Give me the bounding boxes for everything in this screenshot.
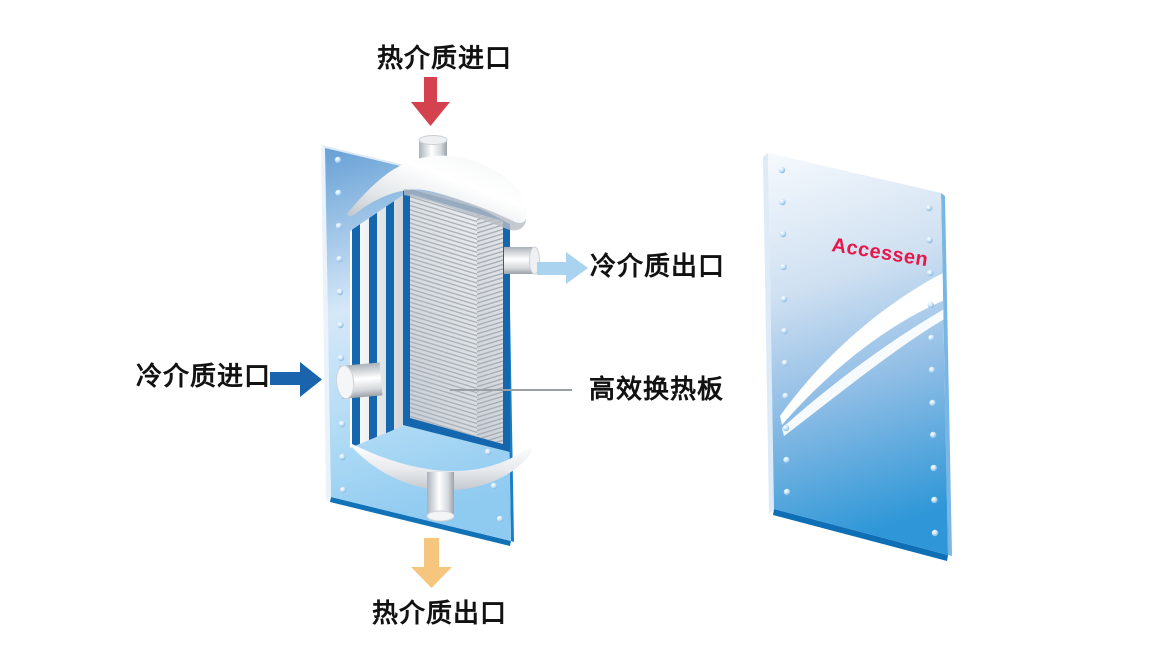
chevron-pattern-right [477,213,503,444]
hot-inlet-arrow-icon [411,77,450,126]
plate-stack [350,195,403,448]
front-plate [403,187,510,452]
hot-outlet-nozzle [426,472,455,522]
hot-outlet-arrow-icon [411,538,452,588]
hot-inlet-label: 热介质进口 [377,43,513,73]
single-plate-bottom-edge [773,509,948,561]
back-plate-left-edge [321,145,331,501]
single-plate-left-edge [763,153,774,514]
top-manifold-hood [347,155,527,231]
stack-gasket [369,212,377,441]
chevron-pattern-left [410,194,477,437]
cold-outlet-nozzle [504,246,540,275]
swoosh-band-upper [780,272,945,425]
chevron-shade [477,213,503,444]
cold-inlet-nozzle [336,362,383,400]
cold-outlet-arrow-icon [537,252,588,284]
exchanger-assembly [321,135,540,546]
back-plate-bottom-edge [330,497,511,546]
hot-outlet-label: 热介质出口 [372,598,508,628]
bottom-manifold [352,444,532,491]
plate-callout-label: 高效换热板 [589,374,725,404]
cold-inlet-arrow-icon [270,362,322,397]
single-plate-face [768,153,948,555]
swoosh-band-lower [782,308,946,436]
cold-inlet-label: 冷介质进口 [136,361,272,391]
single-plate-right-edge [941,193,952,556]
swoosh-graphics [780,272,946,436]
single-plate: Accessen [763,153,952,561]
cold-outlet-label: 冷介质出口 [590,251,726,281]
stack-gasket [386,201,394,434]
stack-gasket [352,224,360,448]
single-plate-rivets [778,166,939,537]
